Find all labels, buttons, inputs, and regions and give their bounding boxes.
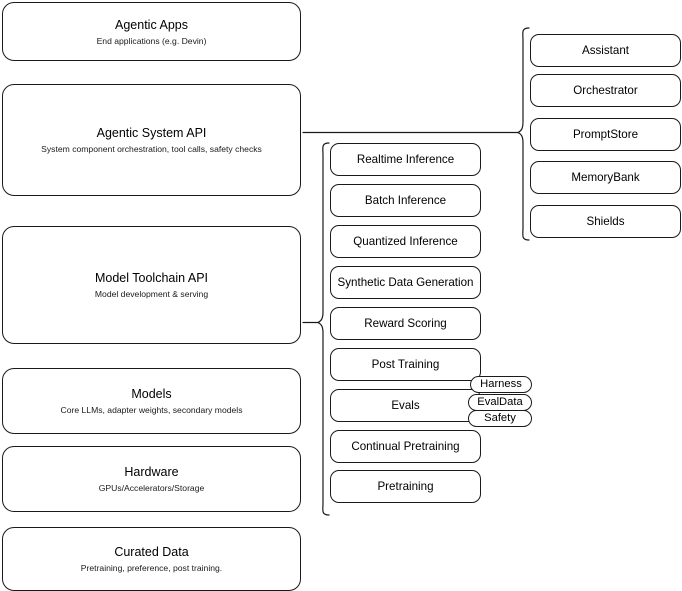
layer-subtitle: Pretraining, preference, post training. <box>80 563 223 573</box>
layer-box-agentic-apps[interactable]: Agentic Apps End applications (e.g. Devi… <box>2 2 301 61</box>
layer-box-agentic-system-api[interactable]: Agentic System API System component orch… <box>2 84 301 196</box>
toolchain-item-label: Synthetic Data Generation <box>337 275 474 289</box>
brace-system-components <box>517 27 530 241</box>
system-item-memorybank[interactable]: MemoryBank <box>530 161 681 194</box>
toolchain-item-continual-pretraining[interactable]: Continual Pretraining <box>330 430 481 463</box>
eval-badge-harness[interactable]: Harness <box>470 376 532 393</box>
toolchain-item-label: Pretraining <box>377 479 434 493</box>
system-item-assistant[interactable]: Assistant <box>530 34 681 67</box>
toolchain-item-label: Realtime Inference <box>356 152 455 166</box>
toolchain-item-label: Post Training <box>371 357 440 371</box>
toolchain-item-label: Continual Pretraining <box>351 439 460 453</box>
toolchain-item-quantized-inference[interactable]: Quantized Inference <box>330 225 481 258</box>
layer-subtitle: GPUs/Accelerators/Storage <box>98 483 205 493</box>
layer-title: Agentic System API <box>96 126 207 140</box>
system-item-label: PromptStore <box>572 127 639 141</box>
layer-subtitle: Core LLMs, adapter weights, secondary mo… <box>60 405 243 415</box>
eval-badge-evaldata[interactable]: EvalData <box>468 394 532 411</box>
eval-badge-safety[interactable]: Safety <box>468 410 532 427</box>
layer-title: Model Toolchain API <box>94 271 209 285</box>
system-item-promptstore[interactable]: PromptStore <box>530 118 681 151</box>
toolchain-item-post-training[interactable]: Post Training <box>330 348 481 381</box>
brace-toolchain-components <box>317 142 330 516</box>
toolchain-item-label: Quantized Inference <box>353 234 458 248</box>
system-item-label: Shields <box>586 214 625 228</box>
system-item-label: MemoryBank <box>571 170 640 184</box>
layer-box-hardware[interactable]: Hardware GPUs/Accelerators/Storage <box>2 446 301 512</box>
layer-subtitle: System component orchestration, tool cal… <box>41 144 262 154</box>
toolchain-item-synthetic-data-generation[interactable]: Synthetic Data Generation <box>330 266 481 299</box>
system-item-label: Orchestrator <box>573 83 638 97</box>
toolchain-item-reward-scoring[interactable]: Reward Scoring <box>330 307 481 340</box>
layer-title: Hardware <box>124 465 179 479</box>
layer-box-model-toolchain-api[interactable]: Model Toolchain API Model development & … <box>2 226 301 344</box>
system-item-label: Assistant <box>581 43 630 57</box>
toolchain-item-label: Batch Inference <box>364 193 447 207</box>
layer-title: Curated Data <box>114 545 189 559</box>
toolchain-item-label: Reward Scoring <box>364 316 447 330</box>
layer-subtitle: Model development & serving <box>94 289 209 299</box>
toolchain-item-realtime-inference[interactable]: Realtime Inference <box>330 143 481 176</box>
layer-box-curated-data[interactable]: Curated Data Pretraining, preference, po… <box>2 527 301 591</box>
toolchain-item-label: Evals <box>391 398 420 412</box>
layer-title: Agentic Apps <box>115 17 188 32</box>
system-item-orchestrator[interactable]: Orchestrator <box>530 74 681 107</box>
layer-title: Models <box>131 387 172 401</box>
system-item-shields[interactable]: Shields <box>530 205 681 238</box>
layer-subtitle: End applications (e.g. Devin) <box>96 35 207 46</box>
toolchain-item-batch-inference[interactable]: Batch Inference <box>330 184 481 217</box>
toolchain-item-pretraining[interactable]: Pretraining <box>330 470 481 503</box>
toolchain-item-evals[interactable]: Evals <box>330 389 481 422</box>
layer-box-models[interactable]: Models Core LLMs, adapter weights, secon… <box>2 368 301 434</box>
